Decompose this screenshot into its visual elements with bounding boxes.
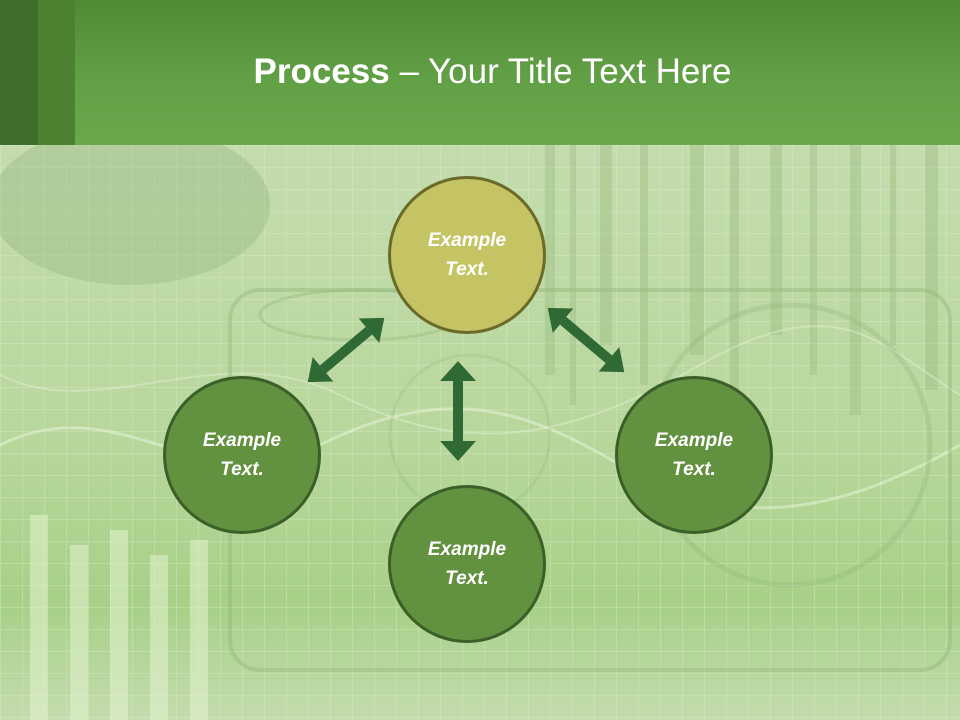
title-bold-text: Process — [253, 52, 390, 91]
node-left[interactable]: Example Text. — [163, 376, 321, 534]
title-bar: Process – Your Title Text Here — [0, 0, 960, 145]
title-rest-text: – Your Title Text Here — [389, 52, 732, 91]
arrow-top-right — [547, 307, 625, 373]
slide-title[interactable]: Process – Your Title Text Here — [0, 52, 960, 92]
double-arrows — [307, 307, 625, 461]
node-top-label: Example Text. — [427, 230, 507, 280]
node-bottom-label: Example Text. — [427, 539, 507, 589]
arrow-top-left — [307, 317, 385, 383]
accent-strip-mid — [38, 0, 75, 145]
node-left-label: Example Text. — [202, 430, 282, 480]
arrow-top-bottom — [440, 361, 476, 461]
node-right[interactable]: Example Text. — [615, 376, 773, 534]
node-right-label: Example Text. — [654, 430, 734, 480]
background-grid-art — [0, 145, 960, 720]
accent-strip-dark — [0, 0, 38, 145]
node-top[interactable]: Example Text. — [388, 176, 546, 334]
node-bottom[interactable]: Example Text. — [388, 485, 546, 643]
